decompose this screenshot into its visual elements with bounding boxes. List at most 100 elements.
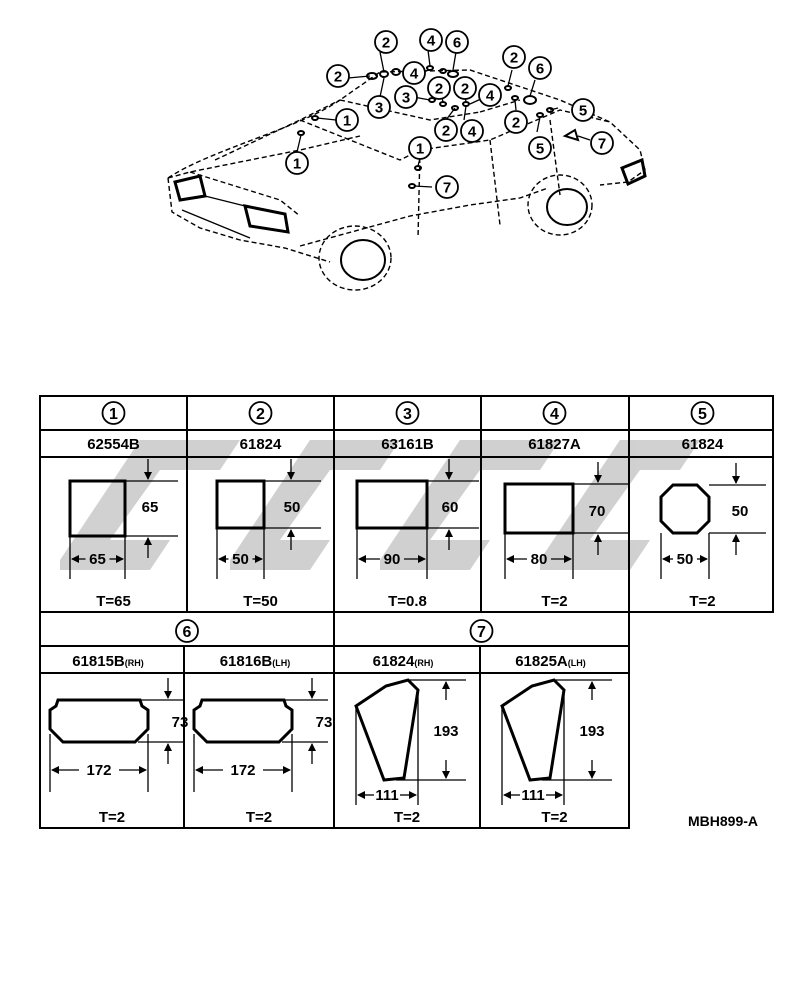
part-number-circle-1-circle [101,401,126,425]
long-octagon-shape [192,698,294,744]
car-callout-19-circle [590,131,614,155]
car-callout-12-circle [460,119,484,143]
table-row-top: 162554BT=65261824T=50363161BT=0.8461827A… [68,401,766,610]
car-callout-1-number: 1 [343,112,351,129]
width-dim-4: 80 [531,551,548,568]
part-number-circle-7-number: 7 [477,624,486,641]
car-callout-12-number: 4 [468,123,477,140]
car-callout-0: 1 [285,151,309,175]
car-callout-11: 2 [434,118,458,142]
part-number-circle-4-circle [542,401,567,425]
part-number-circle-2: 2 [248,401,273,425]
car-callout-18: 5 [528,136,552,160]
height-dim-6-lh: 73 [316,714,333,731]
car-callout-9-number: 2 [435,80,443,97]
car-callout-0-circle [285,151,309,175]
car-callout-7-number: 6 [453,34,461,51]
car-callout-13-circle [478,83,502,107]
part-number-circle-3-circle [395,401,420,425]
car-callout-5: 3 [394,85,418,109]
car-callout-21-circle [435,175,459,199]
car-callout-17-number: 2 [512,114,520,131]
height-dim-5: 50 [732,503,749,520]
height-dim-3: 60 [442,499,459,516]
car-callout-20-circle [408,136,432,160]
side-label: (LH) [568,658,586,668]
part-number-circle-5-circle [690,401,715,425]
parts-table [39,395,774,829]
long-octagon-shape [48,698,150,744]
car-callout-4-circle [367,95,391,119]
car-callout-15: 6 [528,56,552,80]
part-shape-5: 50 50 [659,463,766,579]
car-callout-11-circle [434,118,458,142]
car-callout-16-circle [571,98,595,122]
side-label: (RH) [414,658,433,668]
car-callout-8-circle [402,61,426,85]
part-number-circle-6-number: 6 [183,624,192,641]
part-number-circle-1-number: 1 [109,406,118,423]
car-callout-14-circle [502,45,526,69]
side-label: (RH) [125,658,144,668]
octagon-shape [659,483,711,535]
car-callout-13: 4 [478,83,502,107]
car-callout-2-number: 2 [334,68,342,85]
rect-shape [215,479,266,530]
height-dim-4: 70 [589,503,606,520]
car-callout-21: 7 [435,175,459,199]
car-callout-15-number: 6 [536,60,544,77]
height-dim-6-rh: 73 [172,714,189,731]
thickness-7-rh: T=2 [394,809,420,826]
car-callout-5-circle [394,85,418,109]
car-callout-12: 4 [460,119,484,143]
part-number-circle-6: 6 [175,619,199,643]
table-row-bottom: 661815B(RH)T=27317261816B(LH)T=273172761… [48,619,612,826]
rect-shape [355,479,429,530]
car-callout-10: 2 [453,76,477,100]
part-code-3: 63161B [381,436,434,453]
car-callout-13-number: 4 [486,87,495,104]
height-dim-1: 65 [142,499,159,516]
car-callout-10-circle [453,76,477,100]
part-code-2: 61824 [240,436,282,453]
car-callout-2: 2 [326,64,350,88]
car-callout-10-number: 2 [461,80,469,97]
car-callout-2-circle [326,64,350,88]
car-callout-6-number: 4 [427,32,436,49]
car-callout-21-number: 7 [443,179,451,196]
thickness-3: T=0.8 [388,593,427,610]
car-callout-4-number: 3 [375,99,383,116]
car-callout-8-number: 4 [410,65,419,82]
car-callout-15-circle [528,56,552,80]
part-number-circle-2-number: 2 [256,406,265,423]
car-callout-3-number: 2 [382,34,390,51]
part-number-circle-6-circle [175,619,199,643]
car-callout-19-number: 7 [598,135,606,152]
width-dim-7-lh: 111 [521,787,544,804]
car-callout-7-circle [445,30,469,54]
rect-shape [503,482,575,535]
car-callout-8: 4 [402,61,426,85]
trapezoid-shape [354,678,420,782]
part-code-1: 62554B [87,436,140,453]
width-dim-5: 50 [677,551,694,568]
car-callout-14-number: 2 [510,49,518,66]
width-dim-6-lh: 172 [230,762,255,779]
thickness-6-lh: T=2 [246,809,272,826]
car-callout-16: 5 [571,98,595,122]
side-label: (LH) [272,658,290,668]
thickness-4: T=2 [541,593,567,610]
car-callout-14: 2 [502,45,526,69]
part-code-7-rh: 61824(RH) [373,653,434,670]
width-dim-7-rh: 111 [375,787,398,804]
part-number-circle-5-number: 5 [698,406,707,423]
